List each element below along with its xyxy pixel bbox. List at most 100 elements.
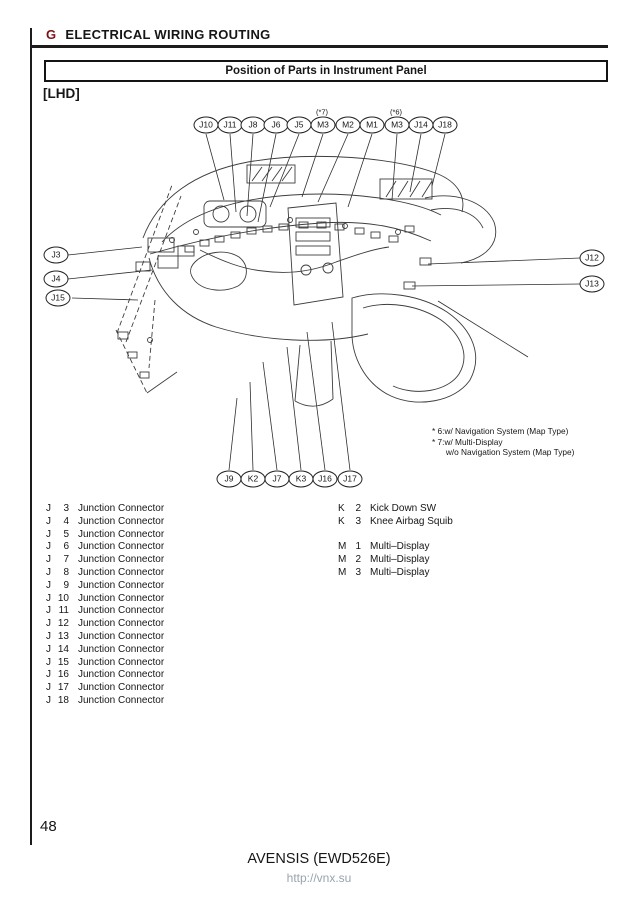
- legend-code-number: 8: [63, 566, 69, 578]
- left-margin-rule: [30, 28, 32, 845]
- legend-code-number: 12: [57, 618, 69, 630]
- callout-bubble: J8: [240, 116, 266, 134]
- legend-part-name: Junction Connector: [78, 528, 165, 540]
- legend-part-name: Junction Connector: [78, 643, 165, 655]
- legend-part-name: Kick Down SW: [370, 503, 437, 514]
- callout-bubble: K2: [240, 470, 266, 488]
- callout-label: K3: [295, 473, 307, 484]
- callout-label: M3: [391, 119, 403, 130]
- callout-bubble: J18: [432, 116, 458, 134]
- legend-code-letter: J: [46, 605, 51, 617]
- legend-code-number: 7: [63, 554, 69, 566]
- callout-bubble: J11: [217, 116, 243, 134]
- legend-part-name: Junction Connector: [78, 682, 165, 694]
- legend-code-letter: J: [46, 515, 51, 527]
- legend-part-name: Junction Connector: [78, 554, 165, 566]
- callout-bubble: J5: [286, 116, 312, 134]
- legend-part-name: Multi–Display: [370, 554, 430, 566]
- legend-code-letter: J: [46, 566, 51, 578]
- callout-bubble: J10: [193, 116, 219, 134]
- callout-footnote-mark: (*6): [389, 107, 403, 117]
- callout-bubble: J4: [43, 270, 69, 288]
- diagram-notes: * 6:w/ Navigation System (Map Type) * 7:…: [432, 426, 574, 458]
- callout-label: J9: [224, 473, 234, 484]
- legend-part-name: Junction Connector: [78, 694, 165, 706]
- legend-code-letter: J: [46, 592, 51, 604]
- legend-code-letter: J: [46, 643, 51, 655]
- legend-code-number: 2: [355, 554, 361, 566]
- legend-code-letter: M: [338, 541, 347, 553]
- callout-bubble: J6: [263, 116, 289, 134]
- legend-part-name: Junction Connector: [78, 618, 165, 630]
- footer-model-title: AVENSIS (EWD526E): [247, 851, 391, 867]
- legend-code-number: 4: [63, 515, 69, 527]
- legend-code-number: 18: [57, 694, 69, 706]
- callout-footnote-mark: (*7): [315, 107, 329, 117]
- legend-part-name: Junction Connector: [78, 579, 165, 591]
- legend-code-number: 2: [355, 503, 361, 514]
- callout-label: K2: [247, 473, 259, 484]
- callout-label: M2: [342, 119, 354, 130]
- legend-code-number: 5: [63, 528, 69, 540]
- legend-code-letter: J: [46, 682, 51, 694]
- page-title: Position of Parts in Instrument Panel: [225, 65, 427, 77]
- legend-code-letter: K: [338, 515, 345, 527]
- callout-label: J5: [294, 119, 304, 130]
- callout-label: J3: [51, 249, 61, 260]
- callout-bubble: J15: [45, 289, 71, 307]
- diagram-note-line: * 7:w/ Multi-Display: [432, 436, 503, 447]
- legend-part-name: Multi–Display: [370, 541, 430, 553]
- header-underline: [30, 45, 608, 48]
- legend-code-number: 3: [355, 515, 361, 527]
- dash-panel-art: [115, 155, 496, 407]
- callout-bubble: M1: [359, 116, 385, 134]
- callout-bubble: J17: [337, 470, 363, 488]
- page-number: 48: [40, 818, 57, 835]
- callout-label: J15: [51, 292, 65, 303]
- callout-bubble: J7: [264, 470, 290, 488]
- legend-code-number: 3: [355, 566, 361, 578]
- legend-part-name: Multi–Display: [370, 566, 430, 578]
- callout-bubble: J13: [579, 275, 605, 293]
- callout-label: J18: [438, 119, 452, 130]
- callout-bubble: J16: [312, 470, 338, 488]
- diagram-note-line: w/o Navigation System (Map Type): [432, 447, 575, 458]
- callout-label: M1: [366, 119, 378, 130]
- legend-code-number: 17: [57, 682, 69, 694]
- callout-label: J6: [271, 119, 281, 130]
- legend-part-name: Junction Connector: [78, 630, 165, 642]
- legend-code-letter: J: [46, 630, 51, 642]
- legend-part-name: Junction Connector: [78, 515, 165, 527]
- diagram-note-line: * 6:w/ Navigation System (Map Type): [432, 426, 569, 436]
- legend-code-letter: J: [46, 503, 51, 514]
- leader-lines: [67, 133, 581, 471]
- variant-label: [LHD]: [43, 86, 80, 101]
- legend-code-letter: K: [338, 503, 345, 514]
- legend-row: J 17 Junction Connector: [46, 682, 164, 695]
- callout-bubble: J14: [408, 116, 434, 134]
- legend-code-number: 14: [57, 643, 69, 655]
- legend-code-number: 13: [57, 630, 69, 642]
- legend-code-letter: J: [46, 669, 51, 681]
- legend-code-letter: J: [46, 554, 51, 566]
- legend-code-number: 9: [63, 579, 69, 591]
- callout-label: J17: [343, 473, 357, 484]
- legend-code-number: 6: [63, 541, 69, 553]
- callout-label: J7: [272, 473, 282, 484]
- legend-code-number: 10: [57, 592, 69, 604]
